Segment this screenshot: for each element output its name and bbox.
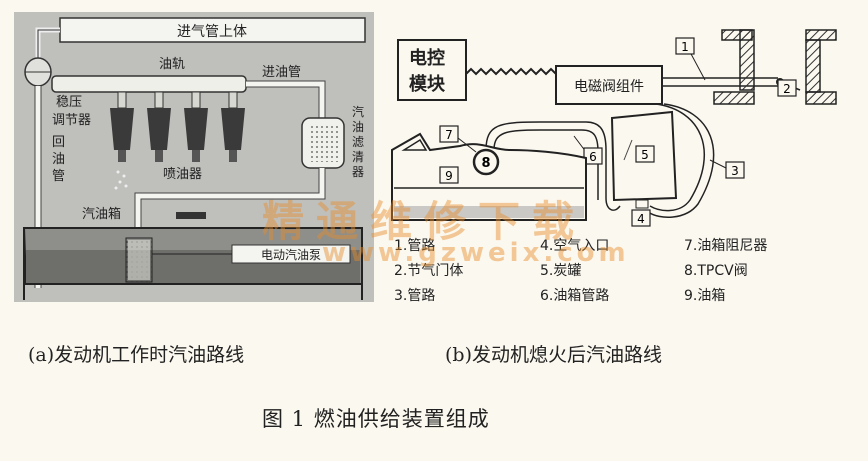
injectors-label: 喷油器 bbox=[163, 167, 202, 182]
electric-pump-label: 电动汽油泵 bbox=[261, 247, 321, 262]
throttle-body bbox=[713, 29, 837, 105]
spray-mist bbox=[114, 170, 128, 190]
watermark-url: www.gzweix.com bbox=[322, 238, 630, 268]
injector-3 bbox=[184, 91, 208, 162]
injectors bbox=[110, 91, 245, 190]
fuel-filter-label: 汽油滤清器 bbox=[352, 104, 364, 179]
svg-text:1: 1 bbox=[681, 40, 689, 54]
legend-item-5: 5.炭罐 bbox=[540, 263, 581, 279]
fuel-tank-b bbox=[391, 132, 587, 221]
callout-4: 4 bbox=[631, 209, 651, 227]
fuel-rail bbox=[51, 75, 247, 93]
callout-1: 1 bbox=[675, 37, 706, 81]
injector-4 bbox=[221, 91, 245, 162]
pressure-regulator-label: 稳压调节器 bbox=[52, 94, 91, 128]
svg-text:3: 3 bbox=[731, 164, 739, 178]
callout-3: 3 bbox=[709, 159, 745, 179]
injector-2 bbox=[147, 91, 171, 162]
panel-a: 进气管上体 稳压调节器 回油管 油轨 进油管 bbox=[14, 12, 374, 302]
callout-6: 6 bbox=[573, 135, 603, 165]
svg-text:9: 9 bbox=[445, 169, 453, 183]
callout-8-text: 8 bbox=[481, 156, 490, 171]
ecu-box bbox=[397, 39, 467, 101]
figure-caption: 图 1 燃油供给装置组成 bbox=[262, 407, 490, 431]
fuel-tank-label: 汽油箱 bbox=[82, 206, 121, 222]
callout-5-text: 5 bbox=[641, 148, 649, 162]
legend-item-2: 2.节气门体 bbox=[394, 263, 463, 279]
return-pipe-label: 回油管 bbox=[52, 135, 65, 184]
legend-item-6: 6.油箱管路 bbox=[540, 288, 609, 304]
fuel-rail-label: 油轨 bbox=[159, 57, 185, 72]
pipe-1 bbox=[662, 77, 778, 87]
callout-7: 7 bbox=[439, 125, 477, 153]
legend-item-7: 7.油箱阻尼器 bbox=[684, 238, 767, 254]
intake-manifold-label: 进气管上体 bbox=[177, 24, 247, 40]
watermark-text: 精通维修下载 bbox=[262, 197, 587, 246]
svg-text:7: 7 bbox=[445, 128, 453, 142]
caption-b: (b)发动机熄火后汽油路线 bbox=[445, 344, 662, 366]
injector-1 bbox=[110, 91, 134, 162]
panel-b: 电控模块 电磁阀组件 1 2 bbox=[391, 29, 837, 304]
callout-2: 2 bbox=[777, 79, 797, 97]
legend-item-8: 8.TPCV阀 bbox=[684, 263, 748, 279]
fuel-inlet-pipe-label: 进油管 bbox=[262, 65, 301, 80]
solenoid-label: 电磁阀组件 bbox=[574, 79, 644, 95]
svg-text:6: 6 bbox=[589, 150, 597, 164]
intake-manifold bbox=[59, 17, 366, 43]
legend-item-3: 3.管路 bbox=[394, 288, 435, 304]
legend: 1.管路 2.节气门体 3.管路 4.空气入口 5.炭罐 6.油箱管路 7.油箱… bbox=[394, 238, 767, 304]
legend-item-1: 1.管路 bbox=[394, 238, 435, 254]
ecu-label: 电控模块 bbox=[409, 47, 446, 95]
svg-text:2: 2 bbox=[783, 82, 791, 96]
callout-5 bbox=[635, 145, 655, 163]
tank-pipe-6 bbox=[485, 121, 621, 211]
legend-item-9: 9.油箱 bbox=[684, 288, 725, 304]
legend-item-4: 4.空气入口 bbox=[540, 238, 609, 254]
pipe-3 bbox=[649, 103, 705, 212]
svg-text:4: 4 bbox=[637, 212, 645, 226]
caption-a: (a)发动机工作时汽油路线 bbox=[28, 344, 245, 366]
callout-9: 9 bbox=[439, 166, 459, 184]
solenoid-valve-assembly bbox=[555, 65, 663, 105]
tpcv-valve bbox=[472, 148, 500, 176]
